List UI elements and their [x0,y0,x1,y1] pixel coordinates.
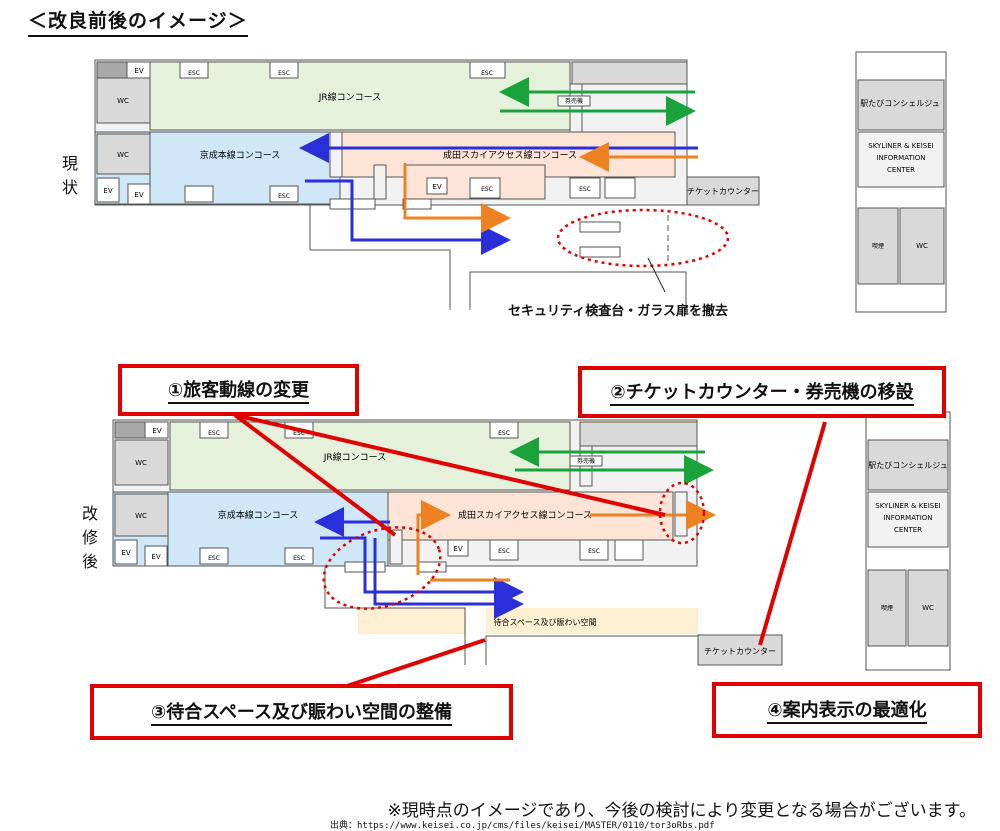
svg-text:ESC: ESC [188,70,200,77]
svg-text:WC: WC [135,512,147,520]
svg-text:WC: WC [135,459,147,467]
svg-text:ESC: ESC [481,70,493,77]
svg-text:ESC: ESC [579,186,591,193]
page-title: ＜改良前後のイメージ＞ [28,6,248,37]
label-skyaccess-before: 成田スカイアクセス線コンコース [443,149,577,161]
label-keisei-after: 京成本線コンコース [218,509,299,521]
svg-text:EV: EV [453,545,462,553]
svg-text:ESC: ESC [293,555,305,562]
label-keisei-before: 京成本線コンコース [200,149,281,161]
svg-text:CENTER: CENTER [887,166,915,174]
svg-text:ESC: ESC [208,555,220,562]
svg-text:喫煙: 喫煙 [881,604,893,612]
before-label: 現状 [61,154,78,197]
svg-text:WC: WC [117,151,129,159]
plan-before: JR線コンコース 京成本線コンコース 成田スカイアクセス線コンコース チケットカ… [94,51,947,313]
source-note: 出典：https://www.keisei.co.jp/cms/files/ke… [330,821,715,831]
svg-text:EV: EV [151,553,160,561]
svg-text:券売機: 券売機 [565,97,583,105]
svg-text:ESC: ESC [498,430,510,437]
after-label: 改修後 [81,504,98,571]
svg-text:INFORMATION: INFORMATION [876,154,925,162]
label-jr-before: JR線コンコース [318,91,381,103]
svg-text:SKYLINER & KEISEI: SKYLINER & KEISEI [868,142,933,150]
svg-text:EV: EV [134,67,143,75]
svg-text:EV: EV [121,549,130,557]
svg-text:ESC: ESC [293,430,305,437]
plan-after: JR線コンコース 京成本線コンコース 成田スカイアクセス線コンコース 待合スペー… [112,411,951,692]
svg-text:SKYLINER & KEISEI: SKYLINER & KEISEI [875,502,940,510]
disclaimer-note: ※現時点のイメージであり、今後の検討により変更となる場合がございます。 [387,801,976,821]
label-jr-after: JR線コンコース [323,451,386,463]
svg-text:EV: EV [152,427,161,435]
svg-text:CENTER: CENTER [894,526,922,534]
label-skyaccess-after: 成田スカイアクセス線コンコース [458,509,592,521]
label-concierge-after: 駅たびコンシェルジュ [868,461,947,470]
svg-text:EV: EV [134,191,143,199]
svg-text:ESC: ESC [208,430,220,437]
svg-text:ESC: ESC [588,548,600,555]
svg-text:INFORMATION: INFORMATION [883,514,932,522]
svg-text:EV: EV [103,187,112,195]
svg-text:券売機: 券売機 [577,457,595,465]
svg-text:WC: WC [117,97,129,105]
label-ticket-before: チケットカウンター [687,187,759,196]
callout-waiting-space: ③待合スペース及び賑わい空間の整備 [90,684,513,740]
security-callout: セキュリティ検査台・ガラス扉を撤去 [508,304,728,319]
callout-passenger-flow: ①旅客動線の変更 [118,364,359,416]
label-waiting: 待合スペース及び賑わい空間 [493,617,596,627]
svg-text:WC: WC [922,604,934,612]
svg-text:ESC: ESC [498,548,510,555]
svg-text:喫煙: 喫煙 [872,242,884,250]
svg-text:EV: EV [432,183,441,191]
callout-ticket-relocation: ②チケットカウンター・券売機の移設 [578,366,946,418]
svg-text:ESC: ESC [481,186,493,193]
svg-text:ESC: ESC [278,70,290,77]
callout-signage: ④案内表示の最適化 [712,682,982,738]
svg-text:WC: WC [916,242,928,250]
svg-text:ESC: ESC [278,193,290,200]
label-ticket-after: チケットカウンター [704,647,776,656]
label-concierge-before: 駅たびコンシェルジュ [860,99,939,108]
